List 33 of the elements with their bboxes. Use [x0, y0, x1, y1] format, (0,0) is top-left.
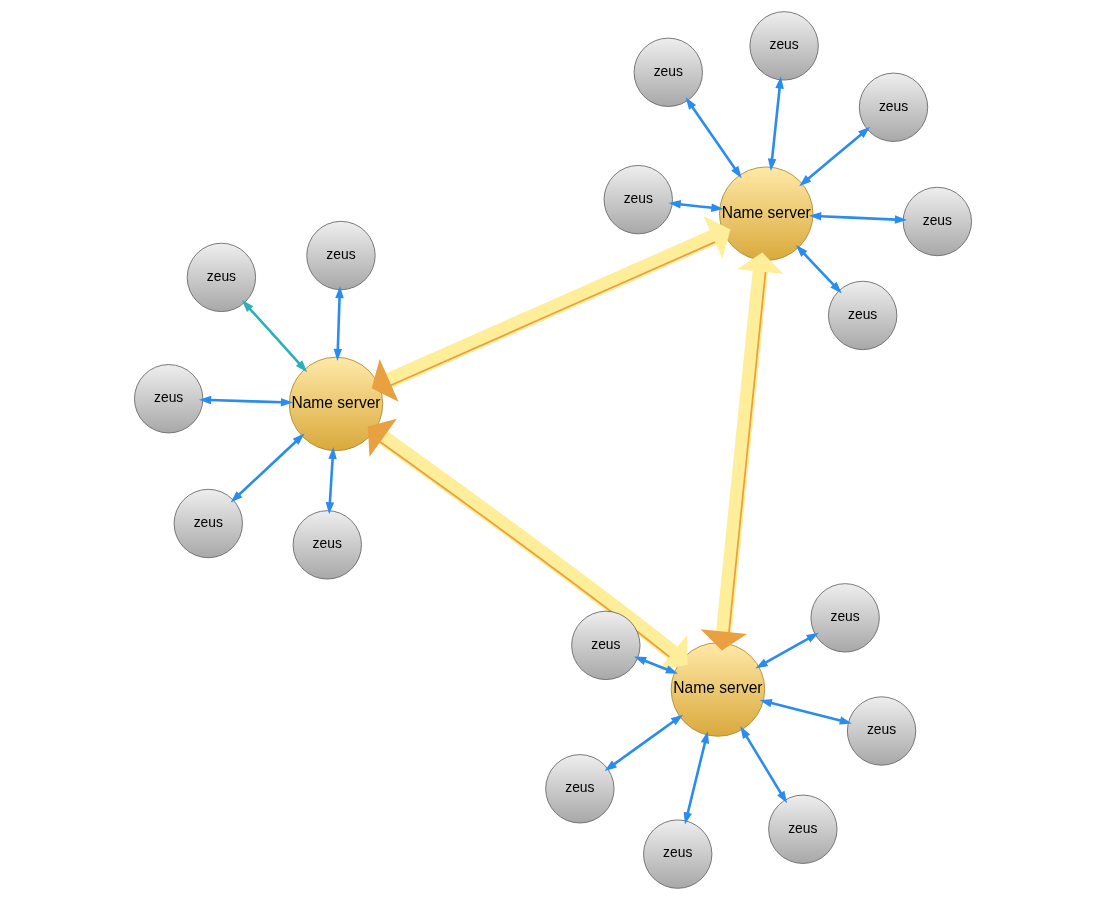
node-circle: zeus: [306, 220, 376, 291]
node-circle: zeus: [846, 696, 917, 766]
arrow: [199, 395, 293, 407]
arrow: [634, 656, 678, 674]
node-circle: zeus: [749, 11, 819, 81]
arrow: [755, 632, 819, 669]
arrow: [371, 215, 731, 402]
arrow: [767, 76, 784, 171]
arrow: [700, 252, 784, 651]
node-circle: zeus: [633, 37, 703, 107]
arrow: [799, 126, 871, 187]
arrow: [333, 286, 344, 361]
node-circle: zeus: [571, 610, 641, 680]
node-circle: zeus: [902, 186, 972, 257]
node-circle: zeus: [768, 794, 838, 864]
node-circle: zeus: [134, 364, 204, 434]
arrow: [325, 446, 337, 515]
node-circle: zeus: [603, 165, 673, 235]
arrow: [795, 245, 842, 294]
arrow: [604, 714, 684, 772]
arrow: [241, 300, 308, 373]
node-circle: zeus: [292, 510, 362, 580]
node-circle: Name server: [288, 356, 384, 452]
arrow: [668, 200, 724, 212]
arrow: [740, 726, 788, 804]
arrow: [683, 731, 710, 825]
arrow: [230, 433, 305, 503]
arrow: [759, 698, 852, 725]
arrow: [367, 418, 688, 671]
arrow: [685, 97, 742, 179]
arrow: [809, 211, 908, 224]
node-circle: zeus: [810, 583, 880, 653]
node-circle: zeus: [643, 819, 713, 889]
